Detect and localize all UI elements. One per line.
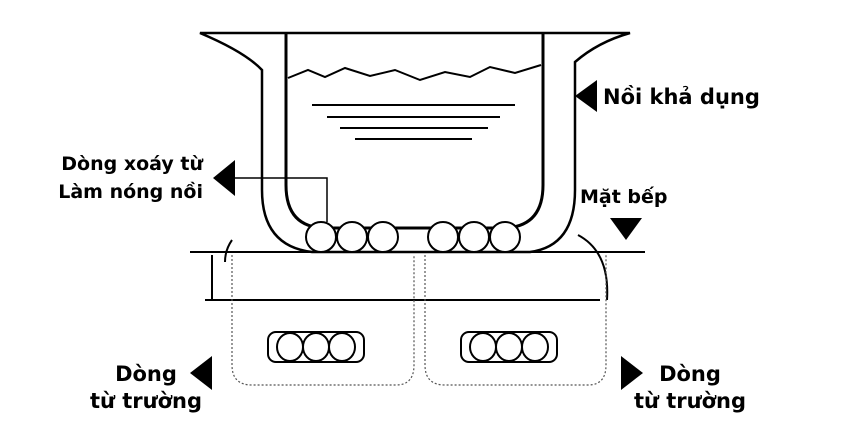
field-left-label-line1: Dòng: [115, 362, 177, 386]
cooktop-surface: [190, 234, 645, 301]
eddy-pointer-line: [233, 177, 328, 222]
right-induction-coil: [460, 331, 558, 363]
arrow-left-icon: [190, 356, 212, 390]
eddy-label-line2: Làm nóng nồi: [58, 180, 203, 203]
field-left-label-line2: từ trường: [90, 389, 202, 413]
pot-label: Nồi khả dụng: [603, 85, 760, 109]
field-right-label-line2: từ trường: [634, 389, 746, 413]
liquid-lines: [312, 104, 515, 140]
arrow-right-icon: [621, 356, 643, 390]
pot-inner-wall: [284, 34, 545, 230]
cooktop-label: Mặt bếp: [580, 185, 668, 208]
eddy-current-coils: [305, 221, 521, 253]
induction-coil-housings: [231, 255, 607, 386]
eddy-label-line1: Dòng xoáy từ: [61, 153, 203, 175]
arrow-left-icon: [575, 80, 597, 112]
field-right-label-line1: Dòng: [659, 362, 721, 386]
left-induction-coil: [267, 331, 365, 363]
arrow-left-icon: [213, 160, 235, 196]
liquid-surface: [287, 64, 542, 82]
pot-outer-wall: [199, 31, 631, 254]
arrow-down-icon: [610, 218, 642, 240]
